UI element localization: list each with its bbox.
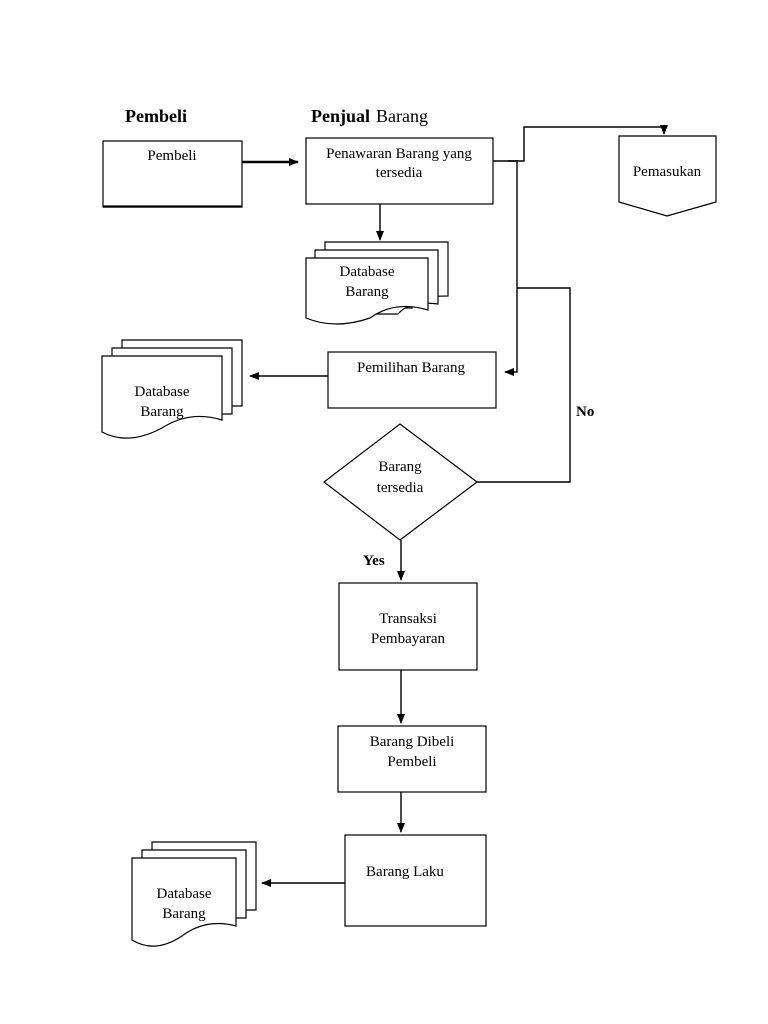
node-decision-label-1: Barang <box>378 459 422 475</box>
edge-label-yes: Yes <box>363 553 385 569</box>
node-pemasukan: Pemasukan <box>618 135 717 217</box>
edge-label-no: No <box>576 404 594 420</box>
node-penawaran: Penawaran Barang yang tersedia <box>305 137 494 205</box>
node-database-top: Database Barang <box>305 241 449 325</box>
node-database-left-label-2: Barang <box>140 404 184 420</box>
node-pembeli: Pembeli <box>102 140 243 208</box>
node-decision-label-2: tersedia <box>377 480 424 496</box>
node-penawaran-label-1: Penawaran Barang yang <box>326 146 472 162</box>
node-database-top-label-1: Database <box>340 264 395 280</box>
node-pemasukan-label: Pemasukan <box>633 164 702 180</box>
node-database-bottom-label-2: Barang <box>162 906 206 922</box>
node-database-bottom: Database Barang <box>131 841 257 947</box>
node-pemilihan: Pemilihan Barang <box>327 351 497 409</box>
node-decision-barang-tersedia: Barang tersedia <box>323 423 478 541</box>
node-database-top-label-2: Barang <box>345 284 389 300</box>
node-transaksi: Transaksi Pembayaran <box>338 582 478 671</box>
node-barang-laku: Barang Laku <box>344 834 487 927</box>
header-penjual: Penjual <box>311 106 370 126</box>
header-barang: Barang <box>376 106 428 126</box>
edge-decision-no-loop <box>477 287 571 483</box>
header-pembeli: Pembeli <box>125 106 187 126</box>
node-database-left-label-1: Database <box>135 384 190 400</box>
node-database-bottom-label-1: Database <box>157 886 212 902</box>
node-barang-dibeli-label-2: Pembeli <box>387 754 436 770</box>
node-transaksi-label-1: Transaksi <box>379 611 437 627</box>
edge-penawaran-to-pemilihan <box>504 160 518 376</box>
node-penawaran-label-2: tersedia <box>376 165 423 181</box>
node-barang-dibeli-label-1: Barang Dibeli <box>370 734 455 750</box>
node-database-left: Database Barang <box>101 339 243 439</box>
node-pembeli-label: Pembeli <box>147 148 196 164</box>
node-barang-dibeli: Barang Dibeli Pembeli <box>337 725 487 793</box>
node-pemilihan-label: Pemilihan Barang <box>357 360 465 376</box>
node-transaksi-label-2: Pembayaran <box>371 631 446 647</box>
header-penjual-barang: Penjual Barang <box>311 106 428 126</box>
node-barang-laku-label: Barang Laku <box>366 864 444 880</box>
